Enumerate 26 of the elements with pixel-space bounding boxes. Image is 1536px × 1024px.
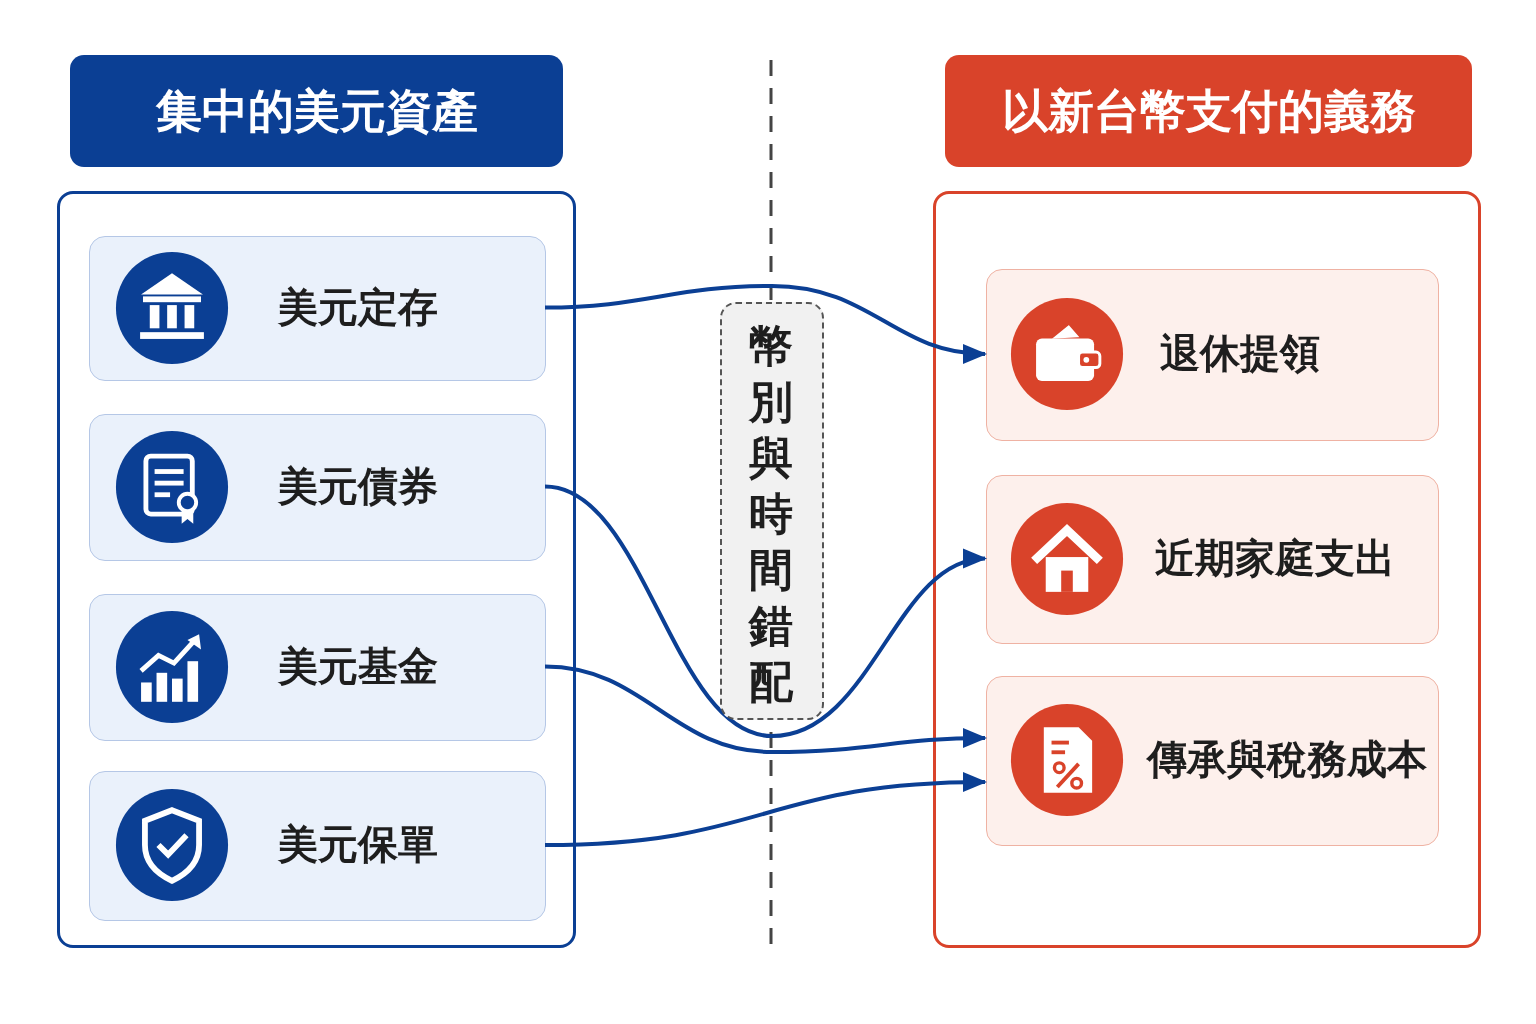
asset-label: 美元定存 bbox=[278, 282, 438, 332]
asset-card bbox=[89, 414, 546, 561]
obligation-label: 退休提領 bbox=[1160, 329, 1320, 378]
obligation-label: 近期家庭支出 bbox=[1155, 533, 1395, 583]
asset-card bbox=[89, 771, 546, 921]
obligation-card bbox=[986, 676, 1439, 846]
obligation-card bbox=[986, 475, 1439, 644]
panel-frame bbox=[57, 191, 576, 948]
asset-card bbox=[89, 594, 546, 741]
arrow bbox=[544, 772, 987, 847]
mismatch-label: 幣別與時間錯配 bbox=[747, 319, 794, 709]
asset-label: 美元債券 bbox=[278, 461, 438, 511]
asset-label: 美元保單 bbox=[278, 820, 438, 869]
asset-label: 美元基金 bbox=[278, 641, 438, 691]
arrow bbox=[544, 284, 987, 363]
header-title: 以新台幣支付的義務 bbox=[1000, 83, 1417, 139]
header-banner bbox=[945, 55, 1472, 167]
asset-card bbox=[89, 236, 546, 381]
obligation-card bbox=[986, 269, 1439, 441]
header-title: 集中的美元資產 bbox=[154, 83, 479, 139]
panel-frame bbox=[933, 191, 1481, 948]
arrow bbox=[544, 484, 987, 738]
arrow bbox=[544, 664, 987, 754]
mismatch-box bbox=[720, 302, 824, 720]
header-banner bbox=[70, 55, 563, 167]
obligation-label: 傳承與稅務成本 bbox=[1147, 735, 1427, 784]
